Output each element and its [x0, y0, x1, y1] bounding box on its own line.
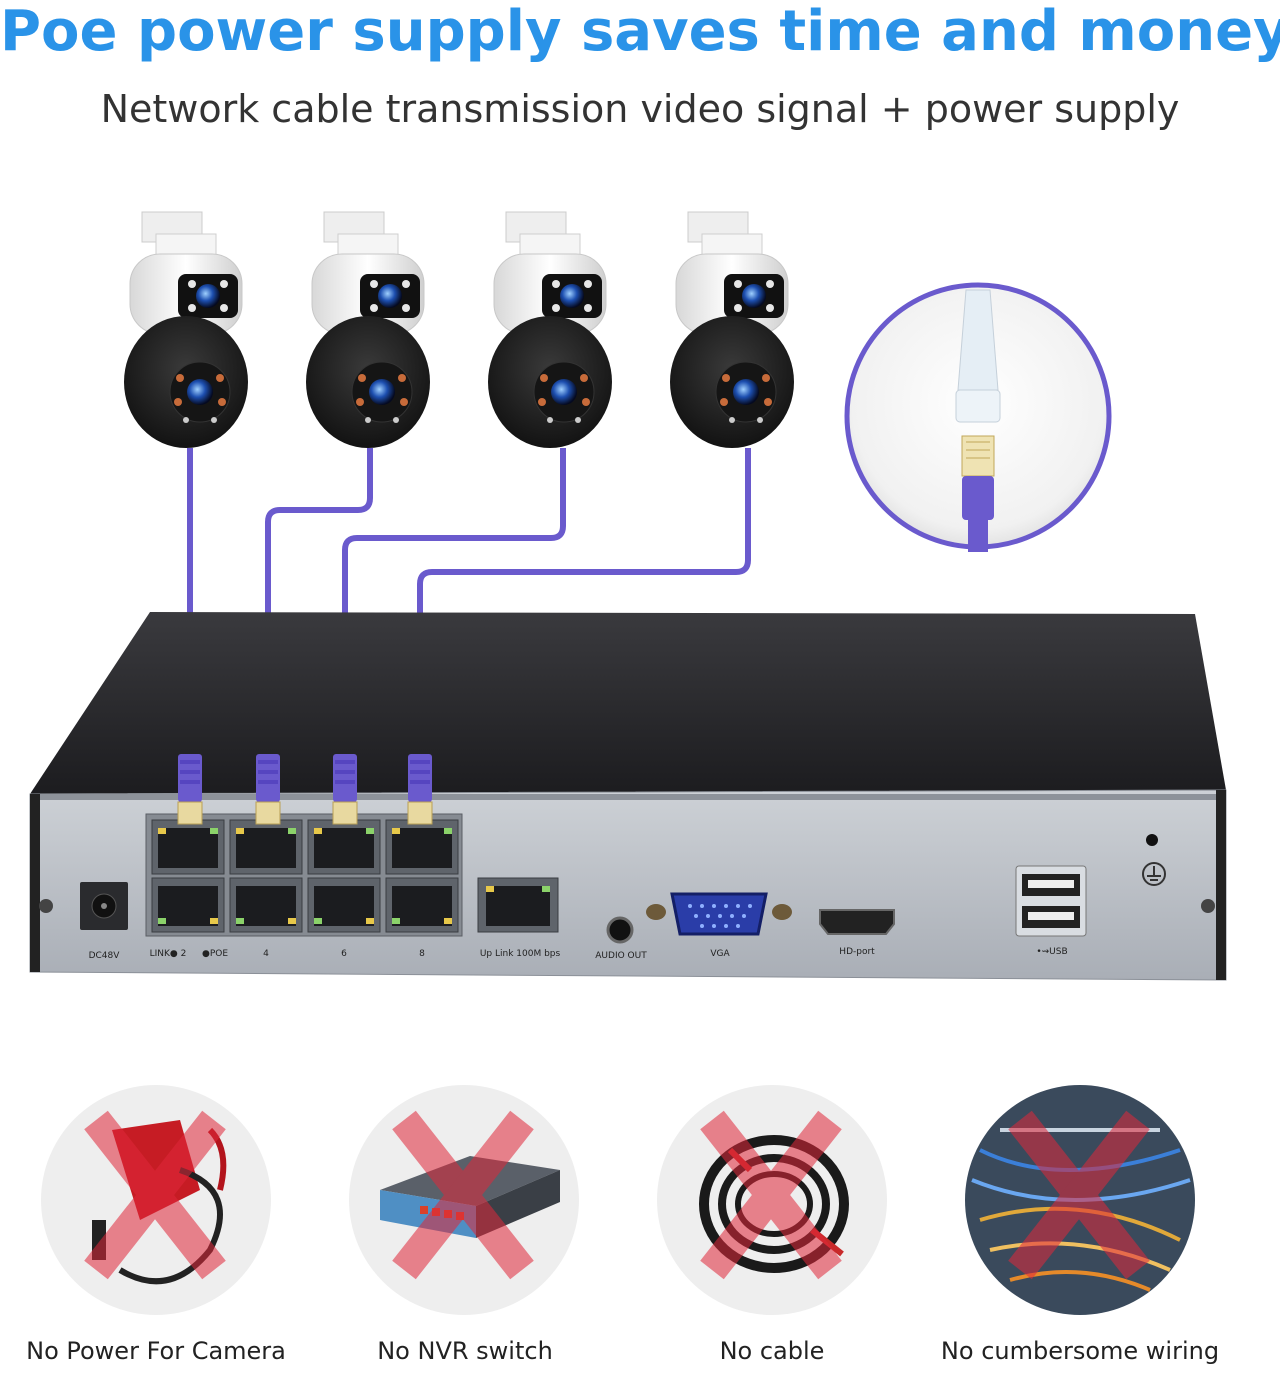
hd-port-label: HD-port — [839, 947, 875, 957]
benefit-label-power: No Power For Camera — [26, 1337, 286, 1365]
rj45-plug-3 — [332, 753, 358, 825]
cross-marks — [84, 1110, 1150, 1280]
ip-camera-1 — [123, 211, 249, 449]
benefit-label-switch: No NVR switch — [377, 1337, 553, 1365]
poe-nvr-recorder: DC48V LINK● 2 ●POE 4 6 8 Up Link 100M bp… — [29, 612, 1227, 981]
usb-label: •⇝USB — [1036, 947, 1067, 957]
link-label: LINK● 2 — [150, 949, 187, 959]
ip-camera-4 — [669, 211, 795, 449]
ip-camera-3 — [487, 211, 613, 449]
poe-wiring-diagram: DC48V LINK● 2 ●POE 4 6 8 Up Link 100M bp… — [29, 211, 1227, 1315]
uplink-label: Up Link 100M bps — [480, 949, 561, 959]
rj45-plug-1 — [177, 753, 203, 825]
vga-label: VGA — [710, 949, 730, 959]
poe-port-block — [145, 813, 463, 937]
port-6-label: 6 — [341, 949, 347, 959]
page-subtitle: Network cable transmission video signal … — [100, 87, 1180, 131]
page-title: Poe power supply saves time and money — [0, 0, 1280, 64]
ip-camera-2 — [305, 211, 431, 449]
rj45-plug-4 — [407, 753, 433, 825]
benefit-label-cable: No cable — [719, 1337, 825, 1365]
rj45-connector-zoom — [844, 282, 1112, 552]
dc-label: DC48V — [89, 951, 121, 961]
audio-label: AUDIO OUT — [595, 951, 647, 961]
poe-label: ●POE — [202, 949, 228, 959]
rj45-plug-2 — [255, 753, 281, 825]
port-4-label: 4 — [263, 949, 269, 959]
port-8-label: 8 — [419, 949, 425, 959]
benefit-label-wiring: No cumbersome wiring — [940, 1337, 1220, 1365]
